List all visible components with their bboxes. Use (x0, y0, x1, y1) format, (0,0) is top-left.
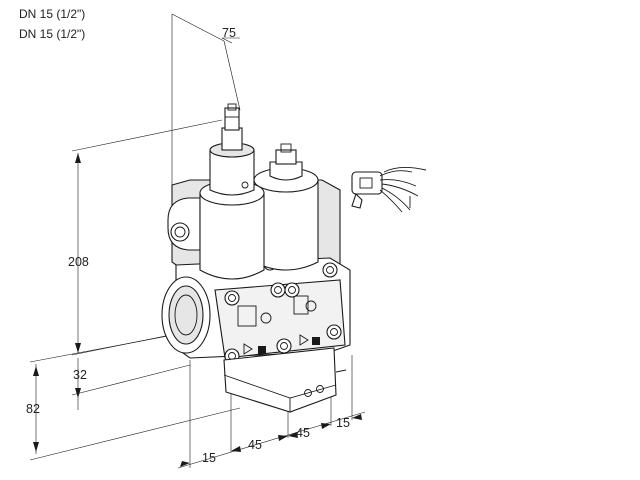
solenoid-coils (199, 103, 319, 280)
cable-connector (351, 167, 427, 213)
nominal-size-label-1: DN 15 (1/2") (19, 7, 86, 21)
dim-front-offset: 15 (202, 451, 216, 465)
dim-inlet-height: 32 (73, 368, 87, 382)
dim-spacing-1: 45 (248, 438, 262, 452)
dim-side-offset: 15 (336, 416, 350, 430)
dim-top-depth: 75 (222, 26, 236, 40)
dim-base-height: 82 (26, 402, 40, 416)
dim-spacing-2: 45 (296, 426, 310, 440)
dim-height-total: 208 (68, 255, 89, 269)
nominal-size-label-2: DN 15 (1/2") (19, 27, 86, 41)
